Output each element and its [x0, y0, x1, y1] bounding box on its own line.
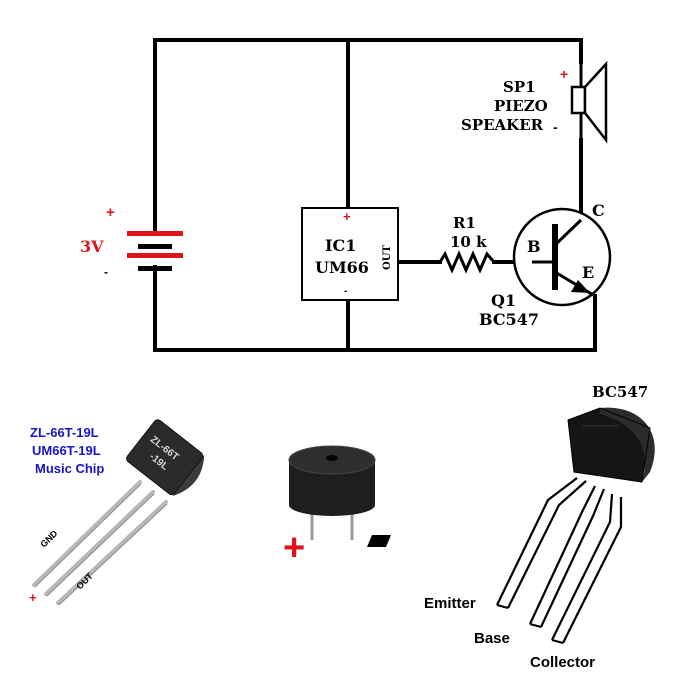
transistor-q1-symbol: B C E Q1 BC547 — [479, 201, 612, 329]
battery-plate-short — [138, 266, 172, 271]
chip-pin-gnd-label: GND — [38, 528, 60, 550]
buzzer-hole-icon — [326, 455, 338, 461]
ic-ref-label: IC1 — [325, 236, 356, 255]
chip-label-line3: Music Chip — [35, 461, 104, 476]
speaker-name-label: SPEAKER — [461, 116, 544, 134]
ic-plus-sign: + — [343, 209, 351, 224]
circuit-wires — [153, 38, 597, 352]
ic-box — [301, 207, 399, 301]
bc547-illustration: BC547 Emitter Base Collector — [424, 383, 655, 671]
resistor-r1: R1 10 k — [438, 214, 496, 274]
chip-label-line1: ZL-66T-19L — [30, 425, 99, 440]
battery-minus-sign: - — [104, 265, 108, 279]
transistor-emitter-label: E — [582, 263, 594, 282]
battery-voltage-label: 3V — [80, 237, 104, 256]
buzzer-body — [289, 460, 375, 516]
piezo-buzzer-illustration: + — [283, 445, 391, 569]
piezo-speaker-symbol: + SP1 PIEZO SPEAKER - — [461, 60, 608, 144]
speaker-magnet — [570, 85, 587, 115]
chip-body: ZL-66T -19L — [126, 419, 205, 497]
resistor-zigzag — [438, 250, 496, 274]
chip-leads — [32, 480, 168, 605]
transistor-ref-label: Q1 — [491, 291, 516, 310]
speaker-type-label: PIEZO — [494, 97, 548, 115]
ic-part-label: UM66 — [315, 258, 369, 277]
bc547-base-label: Base — [474, 630, 510, 647]
transistor-part-label: BC547 — [479, 310, 539, 329]
battery-plate-long — [127, 231, 183, 236]
bc547-collector-label: Collector — [530, 654, 595, 671]
transistor-base-label: B — [527, 237, 541, 256]
bc547-emitter-label: Emitter — [424, 595, 476, 612]
chip-pin-plus-label: + — [29, 590, 37, 605]
bc547-title: BC547 — [592, 383, 648, 401]
transistor-circle — [512, 207, 612, 307]
music-chip-illustration: ZL-66T-19L UM66T-19L Music Chip ZL-66T -… — [29, 419, 205, 606]
resistor-ref-label: R1 — [453, 214, 476, 232]
battery-symbol: + 3V - — [80, 204, 183, 279]
ic-minus-sign: - — [344, 286, 347, 297]
ic1-um66-block: + IC1 UM66 - OUT — [301, 207, 399, 301]
ic-out-label: OUT — [382, 245, 393, 270]
buzzer-minus-sign — [367, 535, 391, 547]
transistor-collector-label: C — [592, 201, 605, 220]
speaker-ref-label: SP1 — [503, 78, 536, 96]
emitter-arrow-icon — [571, 280, 590, 293]
transistor-collector-lead — [553, 218, 583, 247]
speaker-cone-icon — [583, 60, 608, 144]
battery-plate-long — [127, 253, 183, 258]
battery-plus-sign: + — [106, 204, 115, 221]
buzzer-plus-sign: + — [283, 527, 305, 569]
chip-label-line2: UM66T-19L — [32, 443, 101, 458]
speaker-minus-sign: - — [553, 119, 558, 135]
bc547-body — [567, 407, 655, 483]
speaker-plus-sign: + — [560, 66, 568, 82]
resistor-value-label: 10 k — [450, 233, 487, 251]
battery-plate-short — [138, 244, 172, 249]
bc547-leads — [496, 477, 623, 645]
